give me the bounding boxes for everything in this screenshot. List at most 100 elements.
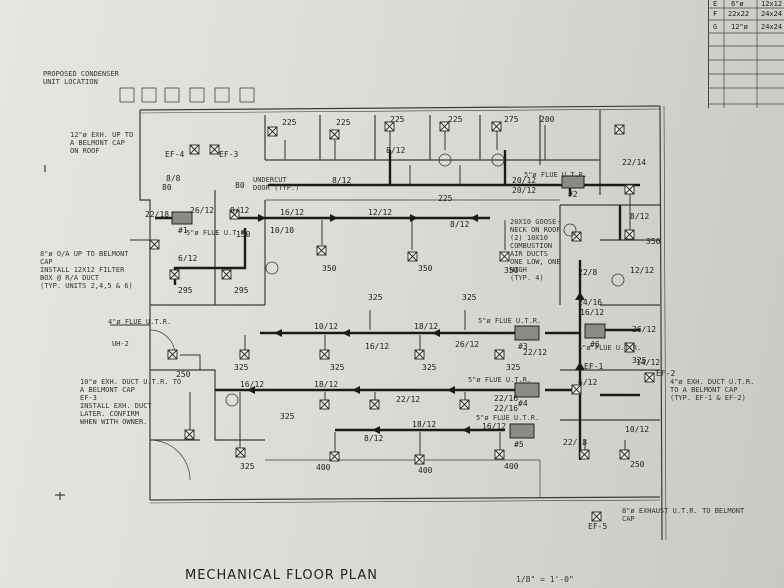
diffusers [149, 121, 655, 522]
duct-size: 16/12 [280, 208, 305, 217]
cfm-label: 80 [235, 181, 245, 190]
cfm-label: 225 [336, 118, 351, 127]
flue-label-3: 5"ø FLUE U.T.R. [478, 317, 542, 325]
label-flue-uh: 4"ø FLUE U.T.R. [108, 318, 172, 326]
flue-label-5: 5"ø FLUE U.T.R. [476, 414, 540, 422]
duct-size: 22/16 [494, 404, 519, 413]
tag-ef3: EF-3 [219, 150, 239, 159]
table-tag-g: G [713, 23, 718, 31]
cfm-label: 200 [540, 115, 555, 124]
cfm-label: 325 [632, 356, 647, 365]
thermostats [225, 153, 625, 407]
flue-label-6: 5"ø FLUE U.T.R. [578, 344, 642, 352]
tag-unit6: #6 [590, 340, 600, 349]
cfm-label: 225 [438, 194, 453, 203]
tag-unit2: #2 [568, 190, 578, 199]
ahu-unit-1 [171, 211, 193, 225]
note-undercut-door: UNDERCUT DOOR (TYP.) [253, 176, 300, 192]
cfm-label: 150 [236, 230, 251, 239]
tag-ef4: EF-4 [165, 150, 185, 159]
duct-size: 22/18 [145, 210, 170, 219]
cfm-label: 400 [504, 462, 519, 471]
cfm-label: 225 [282, 118, 297, 127]
table-extra-e: 12x12 [761, 0, 783, 8]
duct-size: 16/12 [482, 422, 507, 431]
duct-size: 10/12 [625, 425, 650, 434]
flue-label-1: 5"ø FLUE U.T.R. [186, 229, 250, 237]
ahu-unit-5 [509, 423, 535, 439]
exterior-wall-right [659, 105, 663, 541]
duct-size: 8/12 [230, 206, 250, 215]
label-uh2: UH-2 [112, 340, 129, 348]
duct-size: 8/12 [450, 220, 470, 229]
cfm-label: 325 [422, 363, 437, 372]
cfm-label: 400 [316, 463, 331, 472]
table-size-e: 6"ø [731, 0, 744, 8]
duct-size: 6/12 [578, 378, 598, 387]
tag-unit4: #4 [518, 399, 528, 408]
duct-size: 20/12 [512, 176, 537, 185]
ahu-units [171, 175, 606, 439]
condenser-units [119, 87, 255, 103]
cfm-label: 80 [162, 183, 172, 192]
note-return-air: 8"ø O/A UP TO BELMONT CAP INSTALL 12X12 … [40, 250, 133, 290]
ahu-unit-6 [584, 323, 606, 339]
duct-size: 16/12 [365, 342, 390, 351]
cfm-label: 8/8 [166, 174, 181, 183]
duct-size: 26/12 [632, 325, 657, 334]
cfm-label: 250 [630, 460, 645, 469]
note-condenser-location: PROPOSED CONDENSER UNIT LOCATION [43, 70, 119, 86]
tag-unit5: #5 [514, 440, 524, 449]
exterior-wall-top [139, 105, 661, 111]
drawing-title: MECHANICAL FLOOR PLAN [185, 568, 378, 583]
duct-size: 22/18 [563, 438, 588, 447]
cfm-label: 225 [390, 115, 405, 124]
cfm-label: 400 [418, 466, 433, 475]
cfm-label: 350 [418, 264, 433, 273]
cfm-label: 275 [504, 115, 519, 124]
table-tag-f: F [713, 10, 718, 18]
table-size-g: 12"ø [731, 23, 748, 31]
duct-size: 8/12 [386, 146, 406, 155]
note-exh-duct-left: 10"ø EXH. DUCT U.T.R. TO A BELMONT CAP E… [80, 378, 182, 426]
exterior-wall-left [139, 110, 151, 500]
duct-size: 8/12 [364, 434, 384, 443]
duct-size: 18/12 [414, 322, 439, 331]
tag-unit3: #3 [518, 342, 528, 351]
note-gooseneck: 20X10 GOOSE- NECK ON ROOF (2) 10X10 COMB… [510, 218, 561, 282]
duct-size: 24/16 [578, 298, 603, 307]
flue-label-4: 5"ø FLUE U.T.R. [468, 376, 532, 384]
cfm-label: 325 [330, 363, 345, 372]
ahu-unit-3 [514, 325, 540, 341]
note-exhaust-cap: 12"ø EXH. UP TO A BELMONT CAP ON ROOF [70, 131, 134, 155]
tag-ef2: EF-2 [656, 369, 676, 378]
duct-size: 26/12 [190, 206, 215, 215]
cfm-label: 295 [178, 286, 193, 295]
cfm-label: 350 [646, 237, 661, 246]
schedule-table: E 6"ø 12x12 F 22x22 24x24 G 12"ø 24x24 [708, 0, 784, 108]
table-extra-g: 24x24 [761, 23, 783, 31]
cfm-label: 325 [368, 293, 383, 302]
duct-size: 12/12 [630, 266, 655, 275]
cfm-label: 325 [234, 363, 249, 372]
duct-size: 14/12 [636, 358, 661, 367]
duct-size: 12/12 [368, 208, 393, 217]
ahu-unit-4 [514, 382, 540, 398]
duct-size: 22/12 [523, 348, 548, 357]
duct-size: 10/10 [270, 226, 295, 235]
duct-size: 18/12 [314, 380, 339, 389]
table-size-f: 22x22 [728, 10, 750, 18]
duct-size: 26/12 [455, 340, 480, 349]
drawing-scale: 1/8" = 1'-0" [516, 575, 574, 584]
duct-size: 18/12 [412, 420, 437, 429]
duct-size: 10/12 [314, 322, 339, 331]
duct-size: 20/12 [512, 186, 537, 195]
cfm-label: 325 [280, 412, 295, 421]
note-exhaust-bottom: 8"ø EXHAUST U.T.R. TO BELMONT CAP [622, 507, 745, 523]
duct-size: 8/12 [332, 176, 352, 185]
cfm-label: 295 [234, 286, 249, 295]
tag-ef1: EF-1 [584, 362, 604, 371]
duct-size: 22/14 [622, 158, 647, 167]
